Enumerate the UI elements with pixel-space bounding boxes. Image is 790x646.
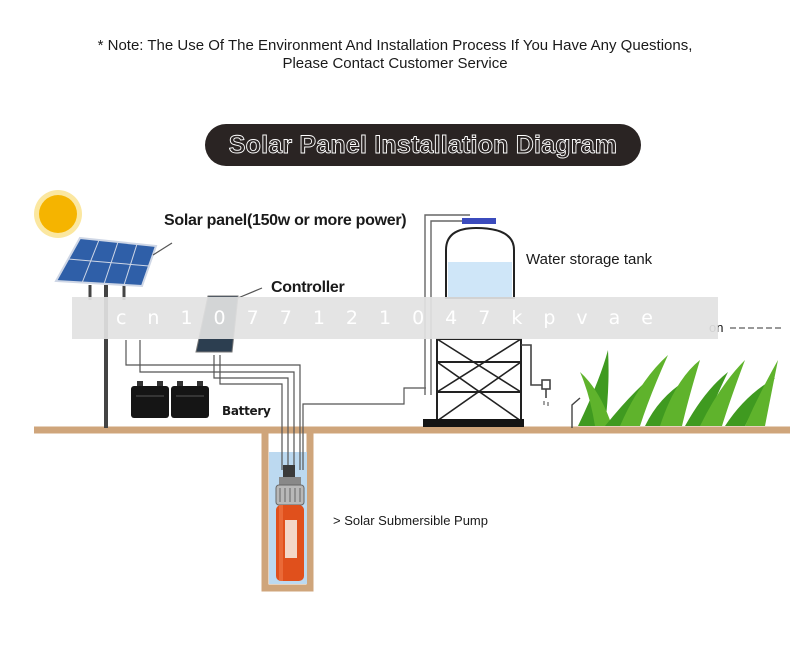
battery-icon xyxy=(131,381,209,418)
grass-icon xyxy=(578,350,778,426)
note-line-2: Please Contact Customer Service xyxy=(282,55,508,72)
note-line-1: * Note: The Use Of The Environment And I… xyxy=(97,37,693,54)
sun-icon xyxy=(34,190,82,238)
water-tank-label: Water storage tank xyxy=(526,251,653,268)
watermark-text: cn1077121047kpvae xyxy=(115,307,674,329)
faucet-icon xyxy=(521,344,581,428)
controller-label: Controller xyxy=(271,279,345,296)
pump-icon xyxy=(275,465,305,581)
battery-label: Battery xyxy=(222,404,271,418)
title-banner: Solar Panel Installation Diagram xyxy=(205,124,641,166)
ground-and-well xyxy=(34,426,790,592)
solar-panel-label: Solar panel(150w or more power) xyxy=(164,212,407,229)
water-tank-icon xyxy=(423,218,524,427)
watermark-overlay: cn1077121047kpvae xyxy=(72,297,718,339)
panel-arrow xyxy=(152,242,173,256)
pump-label: > Solar Submersible Pump xyxy=(333,513,488,528)
solar-panel-icon xyxy=(54,236,158,428)
installation-note: * Note: The Use Of The Environment And I… xyxy=(0,37,790,73)
controller-arrow xyxy=(237,287,263,299)
diagram-title: Solar Panel Installation Diagram xyxy=(228,130,618,159)
wiring xyxy=(125,340,426,470)
